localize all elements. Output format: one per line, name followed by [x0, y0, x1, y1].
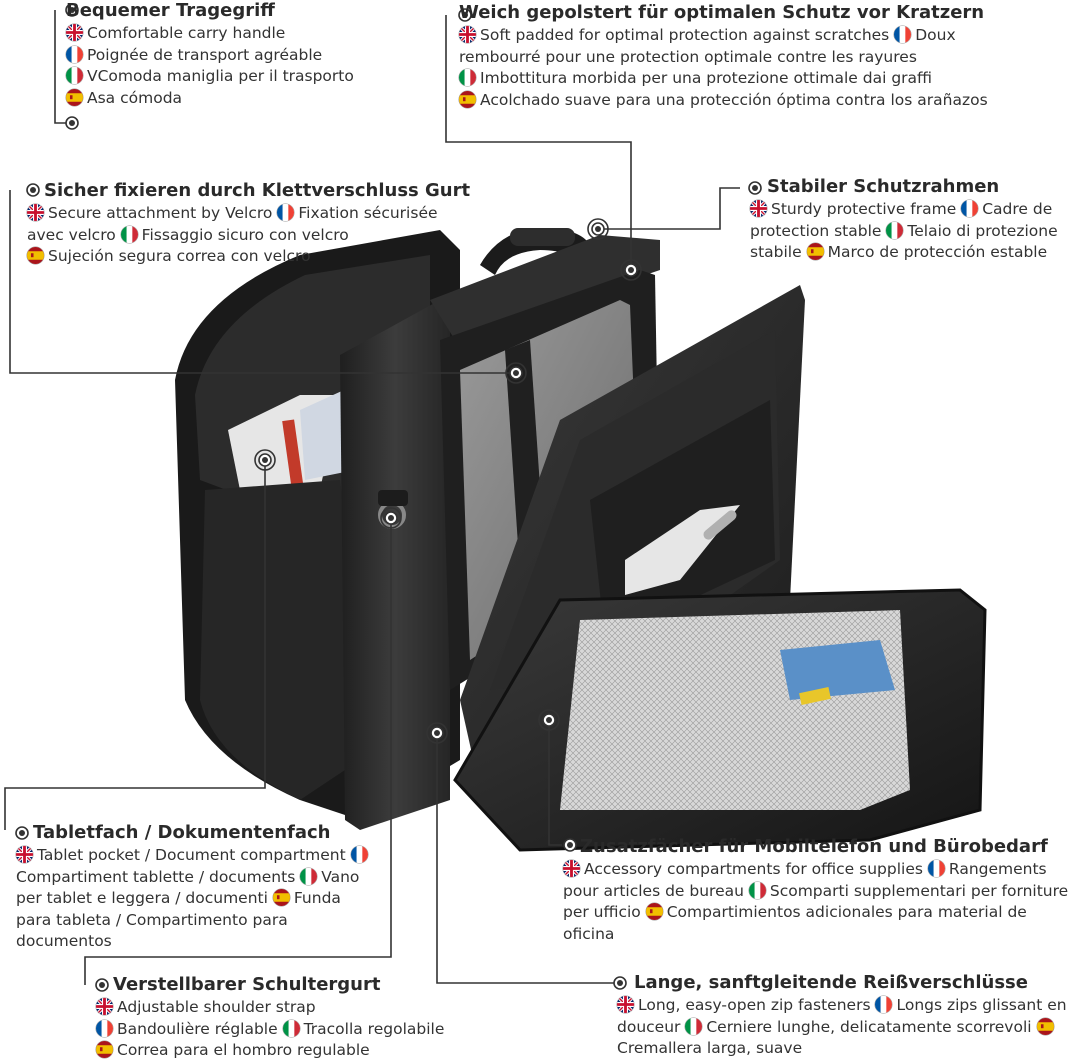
italy-flag-icon: [748, 881, 766, 899]
blue-document: [780, 640, 895, 700]
callout-line-fr: Poignée de transport agréable: [66, 45, 396, 67]
france-flag-icon: [66, 45, 83, 63]
callout-line-es: Sujeción segura correa con velcro: [27, 246, 457, 268]
bag-top: [430, 235, 660, 340]
left-pocket-front: [200, 480, 345, 800]
handle-grip: [510, 228, 575, 246]
bag-side-panel: [340, 300, 450, 830]
callout-zip: Lange, sanftgleitende Reißverschlüsse Lo…: [617, 972, 1067, 1060]
france-flag-icon: [961, 200, 979, 217]
callout-line-es: Asa cómoda: [66, 88, 396, 110]
callout-line-gb: Adjustable shoulder strap: [96, 997, 456, 1019]
italy-flag-icon: [282, 1019, 300, 1037]
italy-flag-icon: [459, 69, 476, 86]
italy-flag-icon: [66, 67, 83, 84]
red-folder: [282, 419, 304, 491]
callout-handle: Bequemer Tragegriff Comfortable carry ha…: [66, 0, 396, 109]
pen-in-pocket: [703, 510, 737, 540]
leader-accessory: [548, 720, 562, 846]
leader-padded: [445, 15, 632, 270]
france-flag-icon: [277, 204, 295, 221]
uk-flag-icon: [66, 24, 83, 41]
uk-flag-icon: [617, 996, 634, 1013]
france-flag-icon: [350, 846, 368, 863]
callout-padded: Weich gepolstert für optimalen Schutz vo…: [459, 2, 1019, 111]
uk-flag-icon: [27, 204, 44, 221]
italy-flag-icon: [685, 1017, 703, 1035]
callout-title: Sicher fixieren durch Klettverschluss Gu…: [44, 180, 471, 201]
italy-flag-icon: [886, 221, 904, 239]
callout-title: Weich gepolstert für optimalen Schutz vo…: [459, 2, 985, 23]
uk-flag-icon: [563, 860, 580, 877]
leader-target-markers: [15, 3, 762, 992]
france-flag-icon: [96, 1019, 113, 1037]
callout-line-it: VComoda maniglia per il trasporto: [66, 66, 396, 88]
spain-flag-icon: [806, 243, 824, 260]
callout-line-gb-fr-it-es: Tablet pocket / Document compartment Com…: [16, 845, 376, 953]
france-flag-icon: [875, 996, 893, 1013]
callout-title: Stabiler Schutzrahmen: [767, 176, 1000, 197]
france-flag-icon: [927, 860, 945, 877]
spain-flag-icon: [1036, 1017, 1054, 1035]
callout-line-es: Acolchado suave para una protección ópti…: [459, 90, 1019, 112]
yellow-tag: [799, 687, 831, 705]
uk-flag-icon: [459, 26, 476, 43]
italy-flag-icon: [300, 867, 318, 885]
callout-line-gb: Comfortable carry handle: [66, 23, 396, 45]
callout-title: Tabletfach / Dokumentenfach: [33, 822, 331, 843]
spain-flag-icon: [645, 903, 663, 920]
spain-flag-icon: [272, 889, 290, 906]
callout-line-gb-fr-it-es: Accessory compartments for office suppli…: [563, 860, 1069, 943]
italy-flag-icon: [120, 225, 138, 243]
callout-tablet: Tabletfach / Dokumentenfach Tablet pocke…: [16, 822, 376, 953]
callout-line-gb-fr-it-es: Sturdy protective frame Cadre de protect…: [750, 200, 1058, 261]
callout-line-gb-fr-it-es: Long, easy-open zip fasteners Longs zips…: [617, 996, 1067, 1057]
callout-frame: Stabiler Schutzrahmen Sturdy protective …: [750, 176, 1070, 264]
uk-flag-icon: [16, 846, 33, 863]
callout-velcro: Sicher fixieren durch Klettverschluss Gu…: [27, 180, 471, 268]
callout-line-gb-fr-it: Secure attachment by Velcro Fixation séc…: [27, 204, 438, 244]
callout-strap: Verstellbarer Schultergurt Adjustable sh…: [96, 974, 456, 1062]
callout-title: Verstellbarer Schultergurt: [113, 974, 381, 995]
leader-frame: [598, 187, 740, 230]
spain-flag-icon: [96, 1041, 113, 1058]
spain-flag-icon: [27, 247, 44, 264]
callout-title: Lange, sanftgleitende Reißverschlüsse: [634, 972, 1028, 993]
spain-flag-icon: [459, 90, 476, 108]
leader-zip: [436, 733, 620, 984]
leader-tablet: [4, 460, 266, 830]
callout-line-it: Imbottitura morbida per una protezione o…: [459, 68, 1019, 90]
spain-flag-icon: [66, 88, 83, 106]
leader-strap: [84, 518, 392, 985]
leader-velcro: [9, 190, 516, 374]
callout-title: Zusatzfächer für Mobiltelefon und Bürobe…: [580, 836, 1048, 857]
callout-line-gb-fr: Soft padded for optimal protection again…: [459, 26, 956, 66]
uk-flag-icon: [96, 998, 113, 1015]
uk-flag-icon: [750, 200, 767, 217]
flap-border: [453, 588, 987, 852]
callout-accessory: Zusatzfächer für Mobiltelefon und Bürobe…: [563, 836, 1078, 945]
strap-clip: [378, 490, 408, 506]
callout-line-fr-it-es: Bandoulière réglable Tracolla regolabile…: [96, 1019, 456, 1062]
callout-title: Bequemer Tragegriff: [66, 0, 275, 21]
france-flag-icon: [894, 26, 912, 43]
